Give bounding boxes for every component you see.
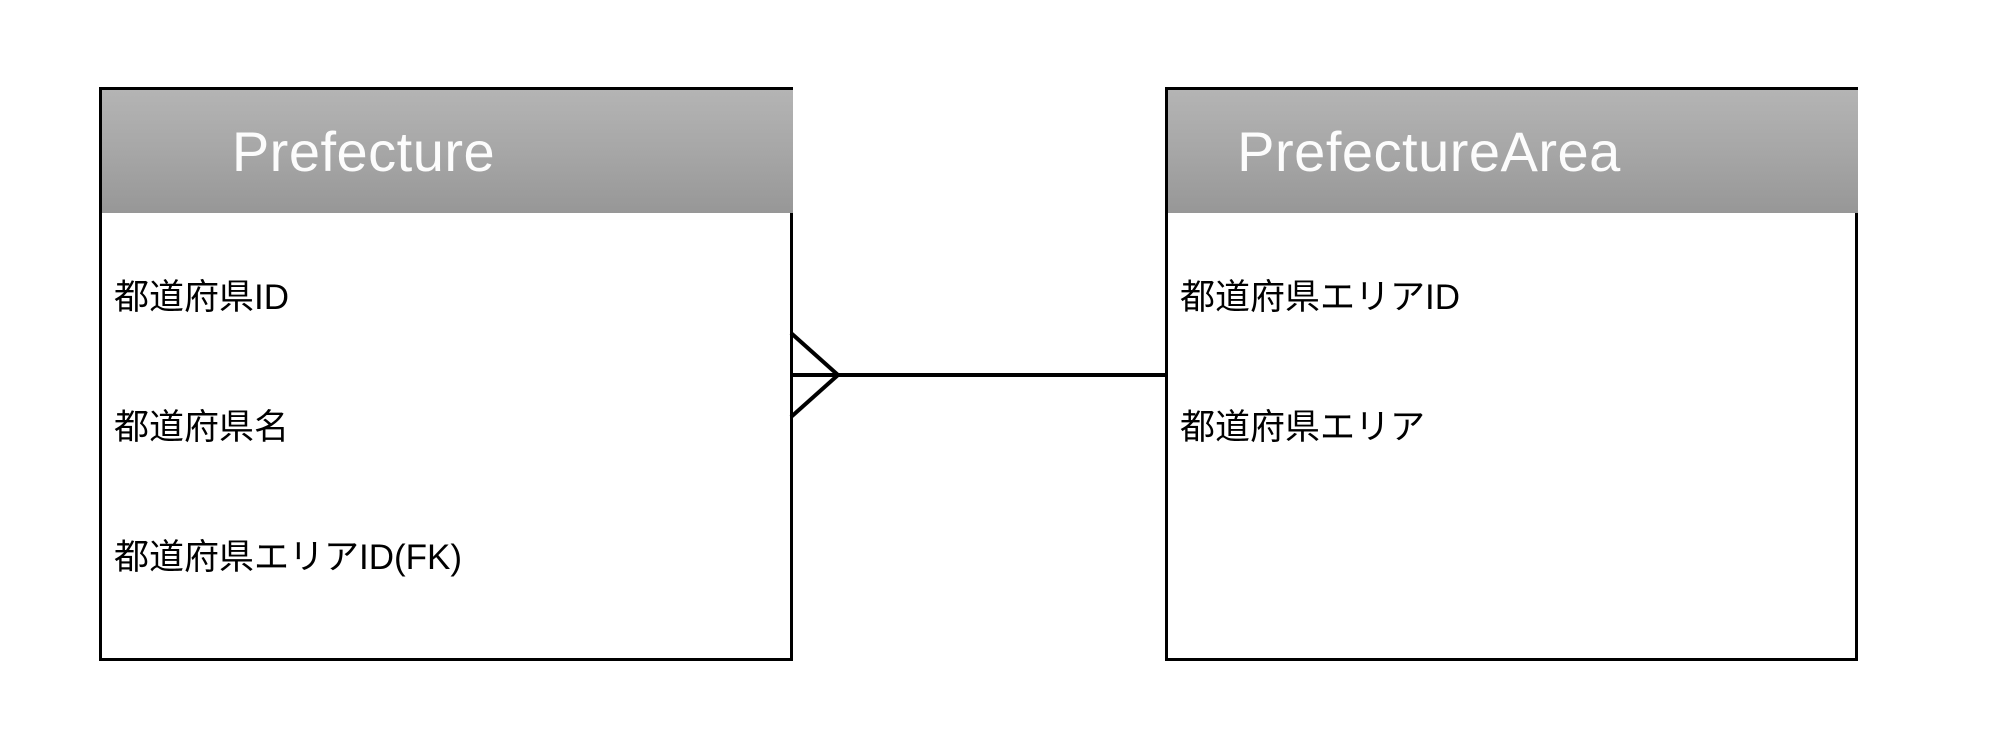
entity-prefecture: Prefecture 都道府県ID 都道府県名 都道府県エリアID(FK) <box>99 87 793 661</box>
attribute-row-prefecture-name: 都道府県名 <box>114 407 290 447</box>
entity-prefecture-area-header: PrefectureArea <box>1168 90 1858 213</box>
entity-prefecture-title: Prefecture <box>231 120 496 183</box>
entity-prefecture-header: Prefecture <box>102 90 793 213</box>
attribute-row-prefecture-area: 都道府県エリア <box>1180 407 1426 447</box>
entity-prefecture-area: PrefectureArea 都道府県エリアID 都道府県エリア <box>1165 87 1858 661</box>
entity-prefecture-attributes: 都道府県ID 都道府県名 都道府県エリアID(FK) <box>102 213 790 619</box>
attribute-row-prefecture-id: 都道府県ID <box>114 277 290 317</box>
crow-foot-many-icon <box>789 331 840 419</box>
attribute-row-prefecture-area-id: 都道府県エリアID <box>1180 277 1461 317</box>
attribute-row-prefecture-area-id-fk: 都道府県エリアID(FK) <box>114 537 463 577</box>
entity-prefecture-area-title: PrefectureArea <box>1237 120 1621 183</box>
entity-prefecture-area-attributes: 都道府県エリアID 都道府県エリア <box>1168 213 1855 489</box>
